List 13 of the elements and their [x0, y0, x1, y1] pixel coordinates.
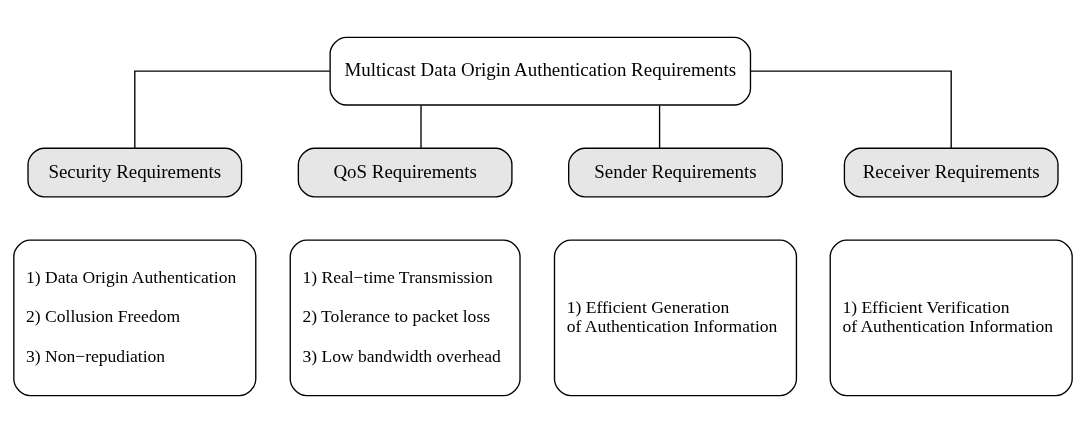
node-box: 1) Efficient Generation of Authentication Information — [553, 238, 798, 396]
node-box: Multicast Data Origin Authentication Requirements — [329, 36, 752, 106]
connector — [420, 104, 422, 149]
node-box: Receiver Requirements — [843, 147, 1059, 198]
node-box: 1) Efficient Verification of Authentication Information — [829, 238, 1073, 396]
node-box: Security Requirements — [27, 147, 243, 198]
node-box: 1) Real−time Transmission 2) Tolerance to packet loss 3) Low bandwidth overhead — [289, 238, 521, 396]
connector — [134, 70, 331, 149]
node-box: QoS Requirements — [297, 147, 513, 198]
node-box: Sender Requirements — [568, 147, 783, 198]
connector — [658, 104, 661, 149]
connector — [749, 70, 952, 149]
node-box: 1) Data Origin Authentication 2) Collusion Freedom 3) Non−repudiation — [13, 238, 257, 396]
